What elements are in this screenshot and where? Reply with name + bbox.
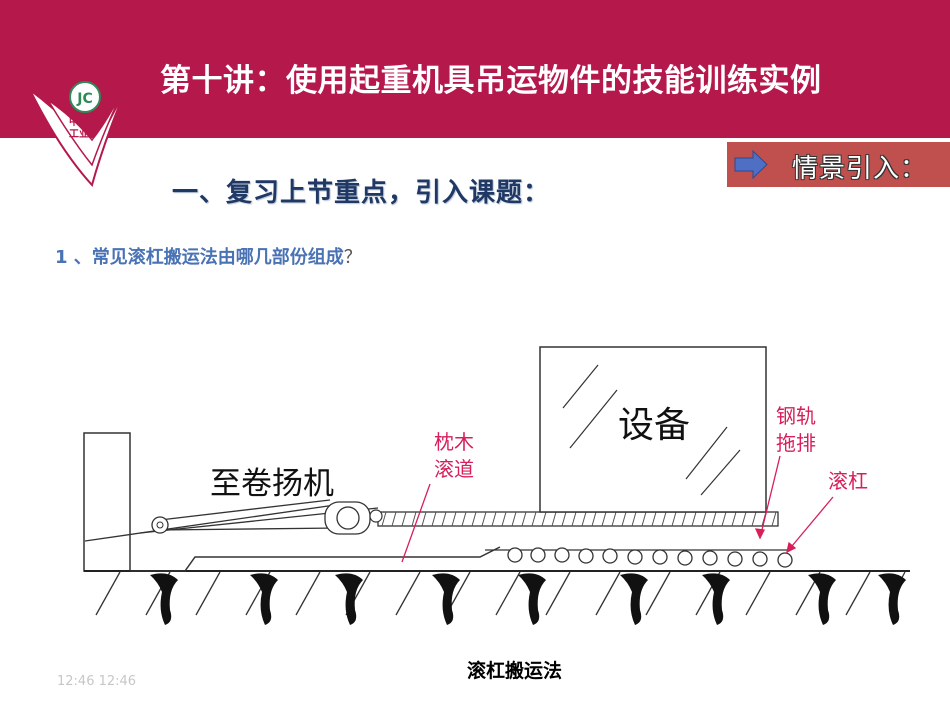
school-logo: JC 中南 工业 bbox=[29, 29, 153, 188]
sleeper-label-line1: 枕木 bbox=[434, 430, 474, 454]
ground-hatching bbox=[95, 571, 906, 616]
winch-post bbox=[83, 432, 131, 572]
review-question: 1 、常见滚杠搬运法由哪几部份组成？ bbox=[55, 243, 362, 269]
rail-label-line2: 拖排 bbox=[776, 431, 816, 455]
scene-badge bbox=[727, 142, 950, 187]
equipment-box bbox=[539, 346, 767, 513]
section-heading: 一、复习上节重点，引入课题： bbox=[172, 178, 551, 208]
rail-sled bbox=[377, 511, 779, 527]
sleeper-track bbox=[130, 546, 501, 572]
annotation-arrows bbox=[401, 455, 834, 563]
logo-swoosh-icon bbox=[29, 29, 153, 188]
rail-sled-hatch bbox=[381, 511, 777, 527]
scene-label: 情景引入： bbox=[792, 154, 928, 184]
winch-label: 至卷扬机 bbox=[210, 466, 334, 502]
question-mark: ？ bbox=[343, 247, 362, 268]
timestamp: 12:46 12:46 bbox=[57, 674, 137, 689]
svg-text:工业: 工业 bbox=[69, 127, 89, 140]
soil-marks bbox=[150, 573, 906, 625]
winch-cable bbox=[84, 504, 336, 542]
svg-text:JC: JC bbox=[76, 91, 92, 107]
roller-label: 滚杠 bbox=[828, 469, 868, 493]
sleeper-label-line2: 滚道 bbox=[434, 457, 474, 481]
rollers bbox=[507, 547, 793, 568]
diagram-caption: 滚杠搬运法 bbox=[467, 660, 563, 682]
right-arrow-icon bbox=[734, 149, 768, 180]
svg-text:中南: 中南 bbox=[69, 115, 89, 128]
header-bar bbox=[0, 0, 950, 138]
question-text: 1 、常见滚杠搬运法由哪几部份组成 bbox=[55, 247, 344, 268]
rail-label-line1: 钢轨 bbox=[776, 404, 816, 428]
equipment-glare bbox=[562, 364, 741, 496]
equipment-label: 设备 bbox=[618, 405, 690, 446]
page-title: 第十讲：使用起重机具吊运物件的技能训练实例 bbox=[160, 63, 822, 99]
logo-emblem-icon bbox=[69, 81, 101, 113]
